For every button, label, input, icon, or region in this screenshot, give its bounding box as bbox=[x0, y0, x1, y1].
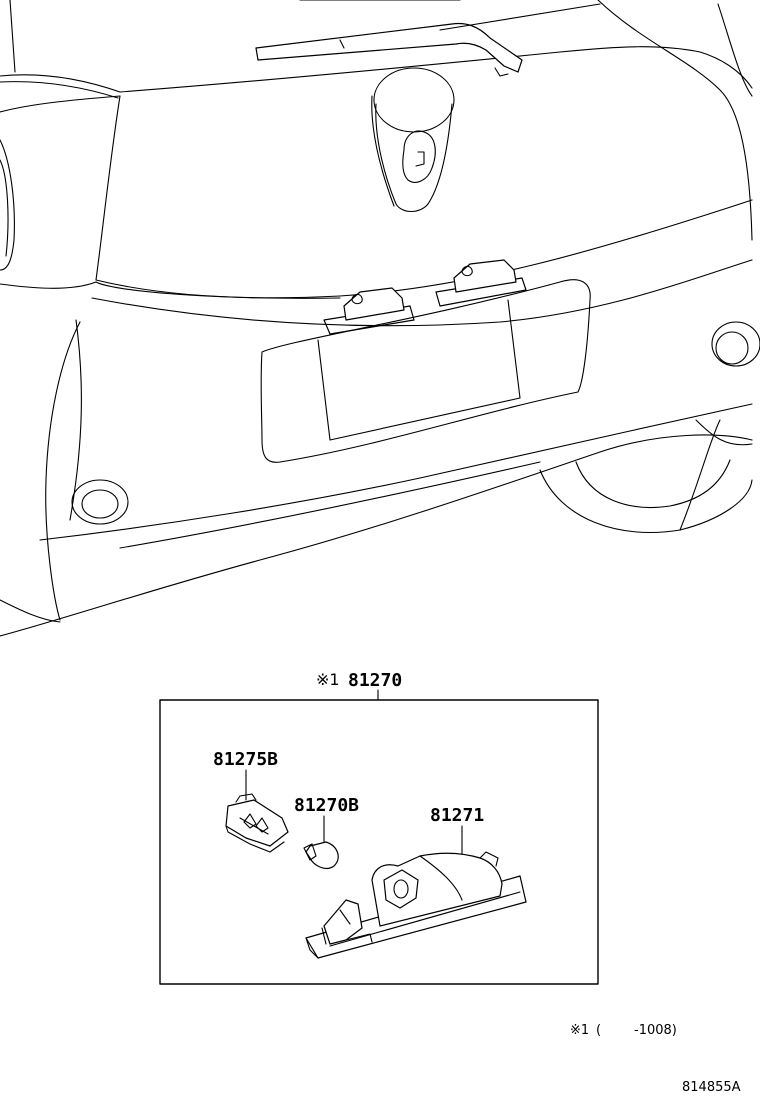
footnote-range: -1008) bbox=[634, 1023, 677, 1038]
socket-part: 81275B bbox=[213, 749, 289, 853]
rear-wiper bbox=[255, 0, 601, 77]
vehicle-rear-illustration bbox=[0, 0, 760, 637]
applicability-note: ※1 ( -1008) bbox=[570, 1023, 677, 1038]
footnote-mark: ※1 bbox=[570, 1023, 589, 1038]
right-reflector bbox=[711, 321, 760, 367]
assembly-box bbox=[159, 699, 599, 985]
license-lamps-on-vehicle bbox=[323, 259, 527, 335]
footnote-paren: ( bbox=[596, 1023, 601, 1038]
license-plate-recess bbox=[260, 279, 591, 463]
assembly-mark: ※1 bbox=[316, 670, 340, 689]
rear-wheel bbox=[539, 419, 753, 533]
rear-emblem-handle bbox=[371, 67, 455, 213]
bulb-part-number: 81270B bbox=[294, 795, 359, 816]
left-reflector bbox=[71, 479, 129, 525]
lamp-part-number: 81271 bbox=[430, 805, 484, 826]
socket-part-number: 81275B bbox=[213, 749, 278, 770]
diagram-code: 814855A bbox=[682, 1080, 741, 1095]
assembly-number: 81270 bbox=[348, 670, 402, 691]
license-lamp-part: 81271 bbox=[305, 805, 527, 959]
assembly-callout: ※1 81270 bbox=[159, 670, 599, 985]
bulb-part: 81270B bbox=[294, 795, 359, 870]
